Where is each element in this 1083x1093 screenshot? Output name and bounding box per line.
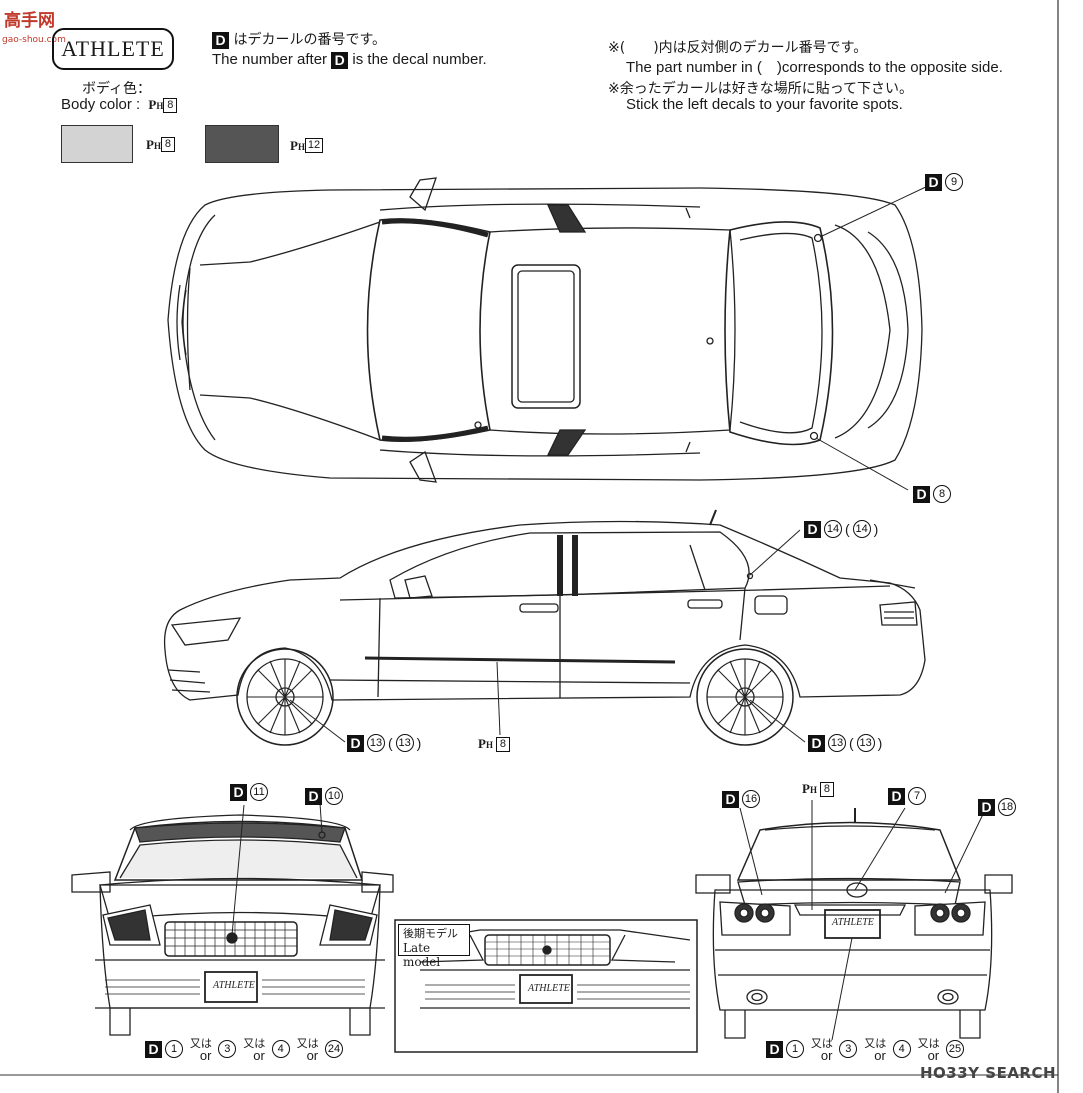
color-swatch-light-gray (61, 125, 133, 163)
opposite-side-note-en: The part number in ( )corresponds to the… (626, 59, 1003, 76)
late-plate-text: ATHLETE (528, 983, 570, 994)
decal-note-en: The number after D is the decal number. (212, 51, 487, 69)
watermark-url: gao-shou.com (2, 35, 66, 45)
decal-marker: D (331, 51, 349, 69)
leftover-decals-note-jp: ※余ったデカールは好きな場所に貼って下さい。 (608, 81, 914, 97)
watermark-title: 高手网 (4, 10, 55, 31)
color-swatch-dark-gray (205, 125, 279, 163)
watermark-logo: 高手网 gao-shou.com (0, 6, 74, 46)
decal-marker: D (212, 31, 229, 49)
athlete-logo: ATHLETE (52, 28, 174, 70)
watermark-search: HO33Y SEARCH (920, 1064, 1057, 1082)
front-plate-text: ATHLETE (213, 980, 255, 991)
body-color-label-jp: ボディ色： (82, 81, 152, 97)
leftover-decals-note-en: Stick the left decals to your favorite s… (626, 96, 903, 113)
decal-note-jp: D はデカールの番号です。 (212, 29, 386, 49)
late-model-label: 後期モデル Late model (398, 924, 470, 969)
rear-plate-text: ATHLETE (832, 917, 874, 928)
opposite-side-note-jp: ※( )内は反対側のデカール番号です。 (608, 40, 868, 56)
